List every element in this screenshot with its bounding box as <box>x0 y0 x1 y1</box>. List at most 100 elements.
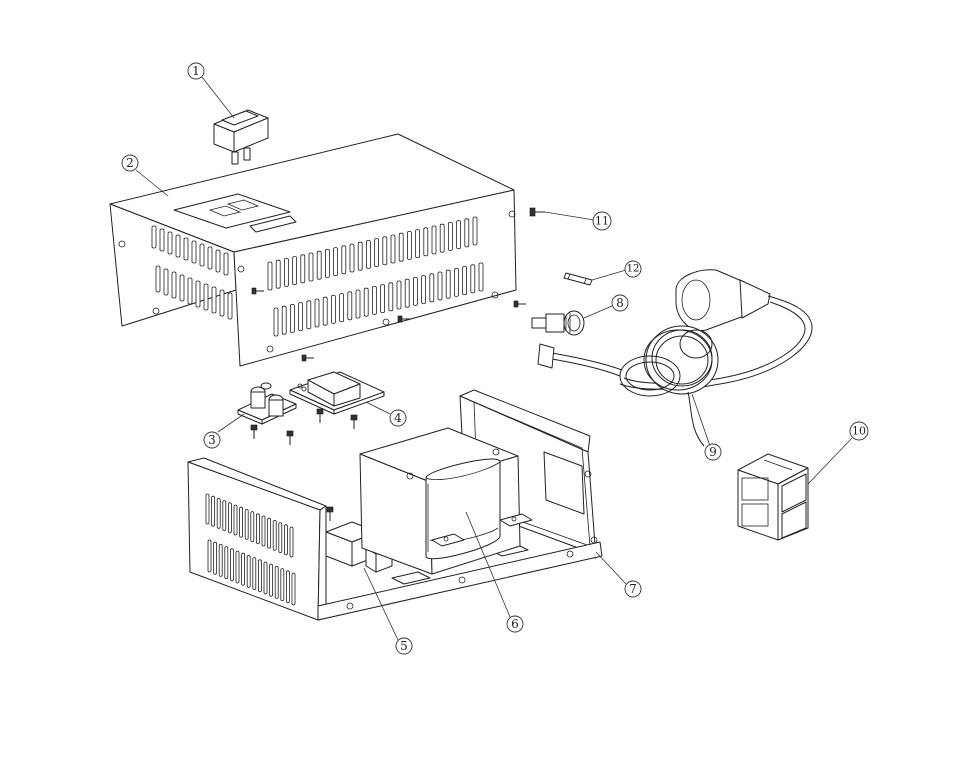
svg-text:11: 11 <box>595 215 609 228</box>
vent-slot <box>429 273 435 303</box>
svg-text:1: 1 <box>192 64 200 78</box>
vent-slot <box>252 557 257 590</box>
vent-slot <box>195 280 201 308</box>
vent-slot <box>283 524 288 556</box>
top-cover <box>109 133 517 367</box>
vent-slot <box>472 216 478 246</box>
vent-slot <box>207 246 213 270</box>
vent-slot <box>267 261 273 291</box>
vent-slot <box>314 298 320 328</box>
fuse-holder-part-8 <box>531 310 585 336</box>
circuit-board-a-part-3 <box>237 382 297 425</box>
output-socket-part-10 <box>737 453 809 541</box>
vent-slot <box>155 265 161 293</box>
vent-slot <box>398 232 404 262</box>
vent-slot <box>289 303 295 333</box>
vent-slot <box>246 555 251 588</box>
vent-slot <box>159 228 165 252</box>
vent-slot <box>283 257 289 287</box>
vent-slot <box>406 230 412 260</box>
svg-text:5: 5 <box>400 639 408 653</box>
vent-slot <box>306 300 312 330</box>
vent-slot <box>470 264 476 294</box>
fuse-part-12 <box>563 272 593 286</box>
vent-slot <box>431 225 437 255</box>
vent-slot <box>272 520 277 551</box>
vent-slot <box>285 570 290 604</box>
vent-slot <box>261 515 266 547</box>
vent-slot <box>273 307 279 337</box>
vent-slot <box>439 223 445 253</box>
svg-text:7: 7 <box>629 582 637 596</box>
vent-slot <box>445 269 451 299</box>
vent-slot <box>380 284 386 314</box>
power-cord-part-9 <box>537 269 813 447</box>
vent-slot <box>235 550 240 584</box>
vent-slot <box>227 502 232 534</box>
vent-slot <box>171 271 177 299</box>
vent-slot <box>300 254 306 284</box>
vent-slot <box>316 250 322 280</box>
vent-slot <box>257 559 262 593</box>
vent-slot <box>421 275 427 305</box>
svg-text:9: 9 <box>709 445 717 459</box>
vent-slot <box>216 497 221 529</box>
vent-slot <box>349 243 355 273</box>
vent-slot <box>456 220 462 250</box>
vent-slot <box>464 218 470 248</box>
vent-slot <box>274 566 279 599</box>
vent-slot <box>308 252 314 282</box>
callout-3: 3 <box>203 431 221 449</box>
vent-slot <box>191 240 197 264</box>
svg-text:6: 6 <box>511 617 519 631</box>
vent-slot <box>199 243 205 267</box>
vent-slot <box>357 241 363 271</box>
vent-slot <box>330 294 336 324</box>
vent-slot <box>250 511 255 543</box>
vent-slot <box>213 541 218 575</box>
vent-slot <box>263 561 268 595</box>
vent-slot <box>219 289 225 317</box>
callout-6: 6 <box>506 615 524 633</box>
vent-slot <box>423 227 429 257</box>
svg-text:12: 12 <box>627 264 640 275</box>
vent-slot <box>324 248 330 278</box>
callout-12: 12 <box>624 260 642 278</box>
vent-slot <box>363 287 369 317</box>
vent-slot <box>163 268 169 296</box>
vent-slot <box>415 229 421 259</box>
svg-text:4: 4 <box>394 411 402 425</box>
transformer-part-6 <box>359 427 533 575</box>
vent-slot <box>374 238 380 268</box>
vent-slot <box>371 285 377 315</box>
vent-slot <box>281 305 287 335</box>
vent-slot <box>275 259 281 289</box>
callout-5: 5 <box>395 637 413 655</box>
vent-slot <box>382 236 388 266</box>
leader-lines <box>135 76 853 641</box>
svg-text:10: 10 <box>852 425 866 438</box>
vent-slot <box>333 247 339 277</box>
vent-slot <box>244 508 249 540</box>
vent-slot <box>447 221 453 251</box>
vent-slot <box>215 249 221 273</box>
vent-slot <box>404 278 410 308</box>
rocker-switch <box>213 109 269 165</box>
vent-slot <box>280 568 285 601</box>
vent-slot <box>478 262 484 292</box>
vent-slot <box>412 276 418 306</box>
vent-slot <box>453 267 459 297</box>
vent-slot <box>322 296 328 326</box>
vent-slot <box>222 500 227 532</box>
vent-slot <box>365 239 371 269</box>
svg-text:3: 3 <box>208 433 216 447</box>
vent-slot <box>233 504 238 536</box>
vent-slot <box>390 234 396 264</box>
vent-slot <box>175 234 181 258</box>
vent-slot <box>224 546 229 579</box>
callout-11: 11 <box>592 211 612 231</box>
vent-slot <box>289 526 294 558</box>
vent-slot <box>278 522 283 553</box>
vent-slot <box>355 289 361 319</box>
